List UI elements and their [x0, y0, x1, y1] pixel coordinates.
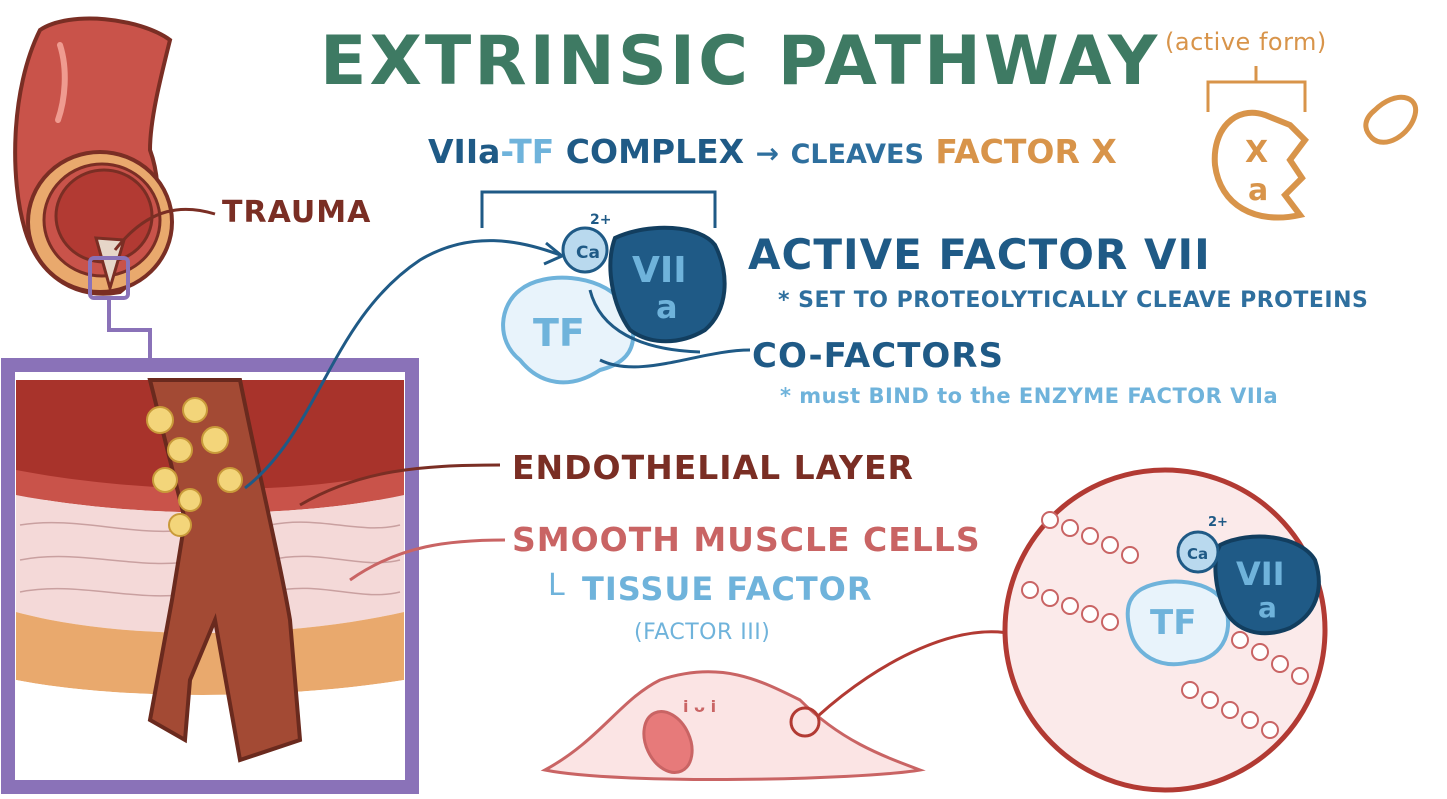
cleaves-word: CLEAVES	[790, 139, 924, 170]
page-title: EXTRINSIC PATHWAY	[320, 22, 1161, 101]
smooth-muscle-pointer	[349, 538, 506, 582]
vii-membrane-blob	[1213, 534, 1321, 636]
tissue-factor-bracket: L	[548, 568, 566, 603]
cell-body	[540, 670, 926, 781]
endothelial-pointer	[299, 463, 501, 507]
xa-x-label: X	[1245, 135, 1268, 170]
tissue-factor-alt: (FACTOR III)	[634, 620, 771, 645]
active-form-note: (active form)	[1165, 28, 1327, 56]
cell-to-membrane-line	[816, 630, 1019, 718]
factor-x-word: FACTOR X	[935, 132, 1117, 171]
complex-molecule	[501, 225, 751, 385]
complex-word: COMPLEX	[565, 132, 745, 171]
complex-line: VIIa-TF COMPLEX → CLEAVES FACTOR X	[428, 132, 1117, 171]
platelet-to-complex-arrow	[244, 239, 561, 490]
vessel-tear	[93, 236, 126, 294]
endothelial-label: ENDOTHELIAL LAYER	[512, 448, 914, 487]
complex-dash: -	[500, 132, 510, 171]
active-factor-heading: ACTIVE FACTOR VII	[748, 230, 1211, 279]
active-factor-note: * SET TO PROTEOLYTICALLY CLEAVE PROTEINS	[778, 288, 1369, 313]
factor-xa-shape	[1211, 109, 1309, 221]
complex-tf: TF	[509, 132, 555, 171]
vii-a-membrane-label: a	[1258, 591, 1277, 624]
membrane-zoom	[1002, 467, 1328, 793]
tf-membrane-blob	[1125, 579, 1231, 667]
vessel-highlight	[55, 42, 68, 123]
ca-charge: 2+	[590, 212, 611, 228]
smooth-muscle-label: SMOOTH MUSCLE CELLS	[512, 520, 981, 559]
muscle-fibers	[19, 521, 401, 597]
complex-bracket	[480, 190, 717, 228]
blood-vessel-illustration	[13, 16, 216, 365]
trauma-pointer	[113, 207, 216, 251]
ca-membrane-label: Ca	[1187, 545, 1208, 563]
xa-a-label: a	[1248, 173, 1268, 208]
tissue-factor-label: TISSUE FACTOR	[582, 570, 873, 608]
platelet-cluster	[146, 397, 243, 537]
ca-ion	[561, 226, 609, 274]
xa-bracket	[1206, 66, 1307, 112]
cell-nucleus	[642, 710, 694, 774]
vii-a-label: a	[656, 288, 678, 326]
arrowhead-to-ca	[543, 241, 565, 266]
adventitia-layer	[16, 612, 404, 695]
ca-label: Ca	[576, 243, 600, 263]
complex-arrow: →	[755, 137, 780, 170]
trauma-label: TRAUMA	[222, 195, 372, 230]
endothelial-cell	[540, 630, 1019, 781]
cofactors-heading: CO-FACTORS	[752, 336, 1004, 376]
vii-label: VII	[632, 250, 687, 291]
cell-face: i ᴗ i	[683, 697, 716, 716]
zoom-connector	[107, 298, 152, 365]
cell-zoom-marker	[789, 706, 821, 738]
outer-layer	[16, 680, 404, 780]
cofactors-note: * must BIND to the ENZYME FACTOR VIIa	[780, 384, 1279, 408]
phospholipid-heads	[1021, 511, 1309, 739]
wound-cut	[147, 378, 303, 763]
tf-label: TF	[533, 311, 585, 355]
complex-vii: VIIa	[428, 132, 501, 171]
cofactor-pointer	[588, 289, 751, 369]
vii-membrane-label: VII	[1236, 555, 1285, 593]
fragment-shape	[1363, 94, 1419, 145]
vii-blob	[608, 225, 727, 344]
tf-membrane-label: TF	[1150, 603, 1196, 643]
ca-membrane-ion	[1176, 530, 1220, 574]
tf-blob	[501, 275, 635, 385]
tissue-zoom-box	[1, 358, 419, 794]
ca-membrane-charge: 2+	[1208, 515, 1228, 530]
